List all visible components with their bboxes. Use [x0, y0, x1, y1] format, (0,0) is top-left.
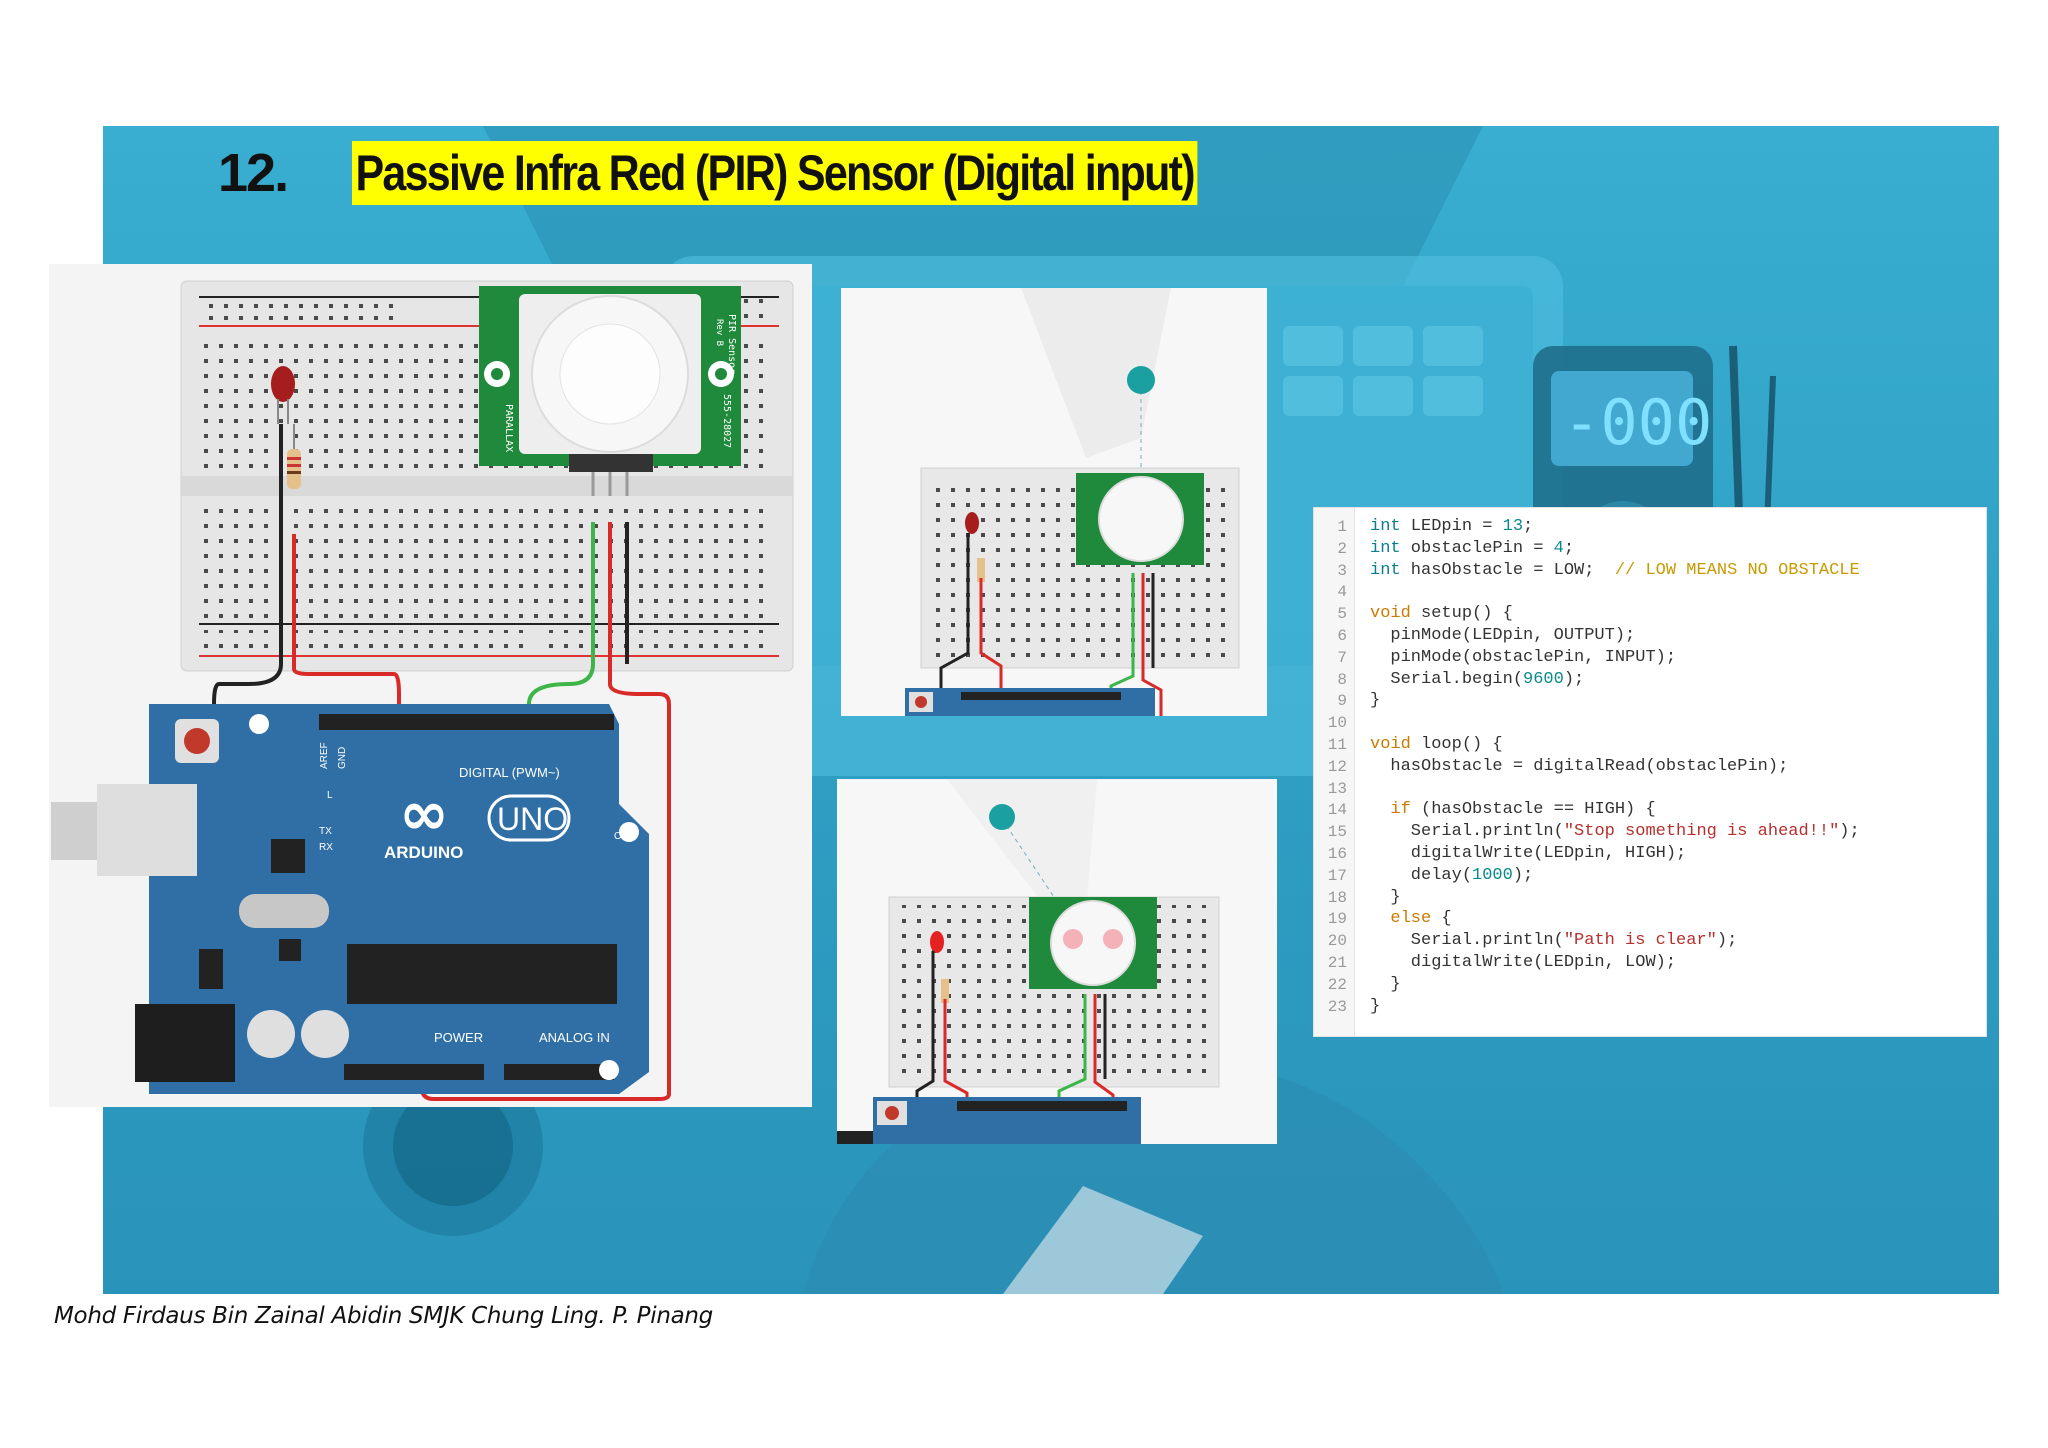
code-text: } [1370, 691, 1381, 711]
line-number: 10 [1327, 714, 1347, 733]
line-number: 18 [1327, 888, 1347, 907]
code-text: hasObstacle = digitalRead(obstaclePin); [1370, 756, 1789, 776]
slide-title: Passive Infra Red (PIR) Sensor (Digital … [352, 141, 1198, 205]
line-number: 11 [1327, 736, 1347, 754]
author-credit: Mohd Firdaus Bin Zainal Abidin SMJK Chun… [54, 1303, 713, 1329]
code-text: } [1370, 996, 1381, 1016]
pir-brand: PARALLAX [503, 404, 514, 452]
code-text: delay(1000); [1370, 865, 1534, 885]
code-text: Serial.begin(9600); [1370, 669, 1585, 689]
line-number: 7 [1337, 648, 1347, 667]
line-number: 20 [1327, 932, 1347, 951]
code-text: pinMode(obstaclePin, INPUT); [1370, 647, 1677, 667]
code-text: Serial.println("Stop something is ahead!… [1370, 822, 1860, 842]
on-label: ON [614, 831, 629, 842]
pir-part: 555-28027 [721, 394, 732, 448]
simulation-no-motion [841, 288, 1267, 716]
slide-number: 12. [218, 143, 289, 203]
pir-rev: Rev B [714, 319, 724, 346]
line-number: 17 [1327, 866, 1347, 885]
aref-label: AREF [319, 742, 330, 769]
line-number: 9 [1337, 692, 1347, 711]
code-text: Serial.println("Path is clear"); [1370, 931, 1738, 951]
line-number: 15 [1327, 823, 1347, 842]
code-text: if (hasObstacle == HIGH) { [1390, 800, 1656, 820]
code-text: digitalWrite(LEDpin, LOW); [1370, 953, 1677, 972]
simulation-motion-detected [837, 779, 1277, 1144]
analog-label: ANALOG IN [539, 1030, 610, 1045]
tx-label: TX [319, 826, 332, 837]
line-number: 2 [1337, 539, 1347, 558]
line-number: 5 [1337, 605, 1347, 624]
line-number: 13 [1327, 779, 1347, 798]
power-label: POWER [434, 1030, 483, 1045]
code-text: void loop() { [1370, 735, 1503, 754]
code-editor: 1 int LEDpin = 13; 2 int obstaclePin = 4; 3 i… [1313, 507, 1987, 1037]
digital-label: DIGITAL (PWM~) [459, 765, 560, 780]
line-number: 19 [1327, 910, 1347, 929]
code-text: int obstaclePin = 4; [1370, 538, 1575, 558]
line-number: 22 [1327, 975, 1347, 994]
gnd-label: GND [337, 747, 348, 769]
code-text: void setup() { [1370, 604, 1513, 624]
line-number: 8 [1337, 670, 1347, 689]
code-text: } [1370, 887, 1401, 907]
code-text: digitalWrite(LEDpin, HIGH); [1370, 844, 1687, 863]
code-text: else { [1390, 909, 1452, 929]
line-number-gutter [1314, 508, 1355, 1036]
line-number: 16 [1327, 845, 1347, 863]
line-number: 23 [1327, 997, 1347, 1016]
arduino-model: UNO [497, 801, 568, 837]
line-number: 21 [1327, 954, 1347, 972]
code-text: int LEDpin = 13; [1370, 517, 1534, 536]
line-number: 1 [1337, 518, 1347, 536]
line-number: 6 [1337, 627, 1347, 645]
line-number: 4 [1337, 583, 1347, 602]
l-label: L [327, 790, 333, 801]
pir-label: PIR Sensor [726, 314, 737, 374]
multimeter-display: -000 [1563, 386, 1712, 459]
line-number: 14 [1327, 801, 1347, 820]
code-text: pinMode(LEDpin, OUTPUT); [1370, 626, 1636, 645]
rx-label: RX [319, 842, 333, 853]
circuit-diagram-main: PIR Sensor Rev B PARALLAX 555-28027 [49, 264, 812, 1107]
code-text: int hasObstacle = LOW; // LOW MEANS NO O… [1370, 560, 1860, 580]
code-text: } [1370, 974, 1401, 994]
line-number: 3 [1337, 561, 1347, 580]
arduino-brand: ARDUINO [384, 843, 463, 862]
line-number: 12 [1327, 757, 1347, 776]
arduino-infinity-logo: ∞ [399, 779, 449, 849]
